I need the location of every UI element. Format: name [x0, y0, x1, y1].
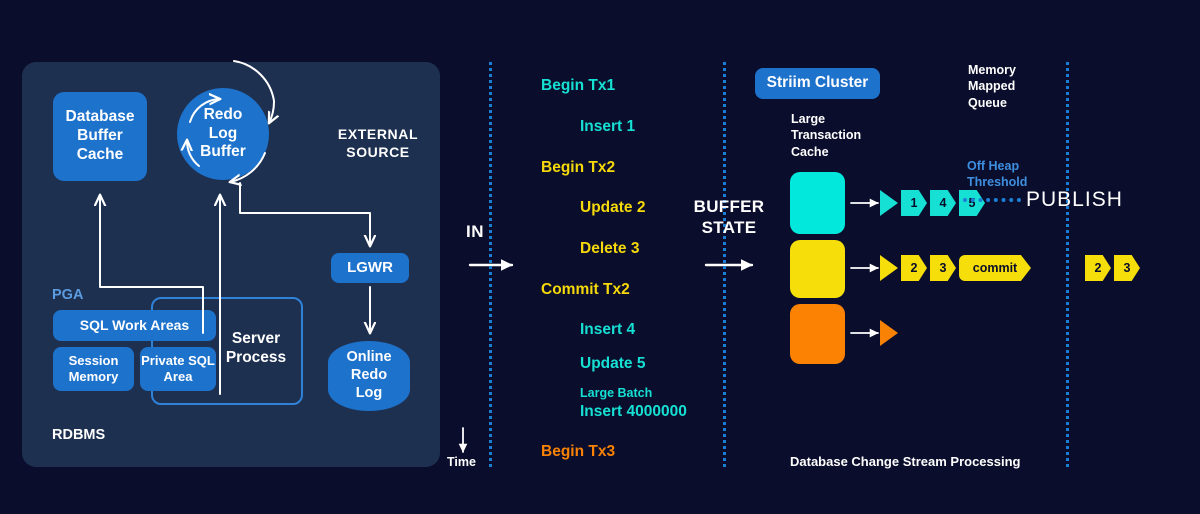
timeline-entry: Update 5 [580, 355, 646, 372]
timeline-entry: Insert 4000000 [580, 403, 687, 420]
cache-block-cyan [790, 172, 845, 234]
timeline-divider-right [1066, 62, 1069, 467]
timeline-entry: Begin Tx3 [541, 443, 616, 460]
timeline-entry: Begin Tx2 [541, 159, 616, 176]
timeline-entry: Insert 1 [580, 118, 636, 135]
queue-chevron: 3 [930, 255, 956, 281]
timeline-divider-left [489, 62, 492, 467]
timeline-entry: Update 2 [580, 199, 646, 216]
timeline-entry: Begin Tx1 [541, 77, 616, 94]
timeline-divider-mid [723, 62, 726, 467]
queue-chevron [880, 320, 898, 346]
queue-chevron: 4 [930, 190, 956, 216]
published-chevron: 3 [1114, 255, 1140, 281]
timeline-entry: Large Batch [580, 386, 653, 400]
in-label: IN [466, 222, 484, 241]
queue-chevron: 1 [901, 190, 927, 216]
cache-block-orange [790, 304, 845, 364]
queue-chevron: 5 [959, 190, 985, 216]
queue-chevron [880, 190, 898, 216]
diagram-caption: Database Change Stream Processing [790, 454, 1021, 469]
timeline-entry: Commit Tx2 [541, 281, 630, 298]
cache-block-yellow [790, 240, 845, 298]
time-axis-label: Time [447, 455, 476, 469]
queue-chevron [880, 255, 898, 281]
publish-label: PUBLISH [1026, 188, 1123, 211]
published-chevron: 2 [1085, 255, 1111, 281]
queue-chevron-commit: commit [959, 255, 1031, 281]
off-heap-threshold-dotted-line [963, 198, 1021, 202]
queue-chevron: 2 [901, 255, 927, 281]
timeline-entry: Delete 3 [580, 240, 640, 257]
sql-work-areas-box: SQL Work Areas [53, 310, 216, 341]
rdbms-label: RDBMS [52, 427, 106, 443]
pga-label: PGA [52, 287, 84, 303]
timeline-entry: Insert 4 [580, 321, 636, 338]
striim-cluster-badge: Striim Cluster [755, 68, 880, 99]
lgwr-box: LGWR [331, 253, 409, 283]
